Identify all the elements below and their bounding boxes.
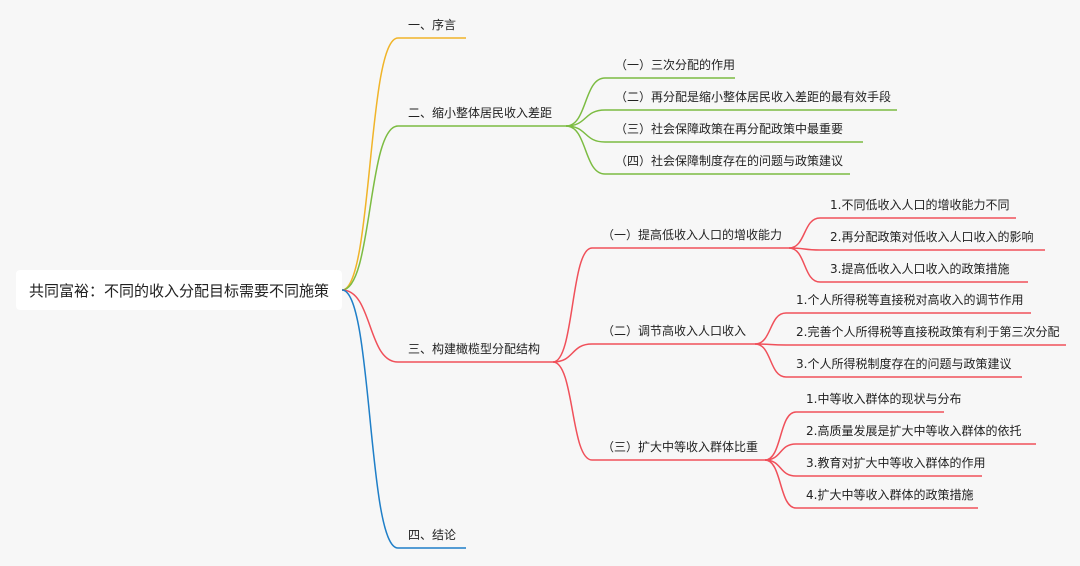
branch-3-sub-3-item-4[interactable]: 4.扩大中等收入群体的政策措施 — [806, 488, 974, 502]
branch-3-sub-2-item-1[interactable]: 1.个人所得税等直接税对高收入的调节作用 — [796, 293, 1024, 307]
edge-branch-3-sub-3 — [552, 361, 593, 461]
branch-3-sub-3[interactable]: （三）扩大中等收入群体比重 — [602, 440, 759, 454]
edge-root-branch-2 — [341, 125, 399, 291]
branch-3-sub-2-item-2[interactable]: 2.完善个人所得税等直接税政策有利于第三次分配 — [796, 325, 1060, 339]
branch-3-sub-3-item-2[interactable]: 2.高质量发展是扩大中等收入群体的依托 — [806, 424, 1022, 438]
edge-branch-3-sub-1 — [552, 247, 593, 363]
branch-3-sub-2-item-3[interactable]: 3.个人所得税制度存在的问题与政策建议 — [796, 357, 1012, 371]
branch-2-sub-2[interactable]: （二）再分配是缩小整体居民收入差距的最有效手段 — [615, 90, 892, 104]
branch-3-sub-1-item-3[interactable]: 3.提高低收入人口收入的政策措施 — [830, 262, 1010, 276]
edge-root-branch-4 — [341, 289, 399, 549]
edge-branch-3-sub-3-item-1 — [764, 411, 797, 461]
edge-branch-3-sub-3-item-2 — [764, 443, 797, 461]
root-node[interactable]: 共同富裕：不同的收入分配目标需要不同施策 — [16, 270, 342, 310]
edge-root-branch-1 — [341, 37, 399, 291]
branch-2-sub-4[interactable]: （四）社会保障制度存在的问题与政策建议 — [615, 154, 844, 168]
edge-branch-3-sub-3-item-4 — [764, 459, 797, 509]
edge-branch-2-sub-3 — [565, 125, 606, 143]
branch-4[interactable]: 四、结论 — [408, 528, 457, 542]
edge-branch-3-sub-2 — [552, 343, 593, 363]
branch-3-sub-1[interactable]: （一）提高低收入人口的增收能力 — [602, 228, 783, 242]
edge-branch-3-sub-1-item-1 — [788, 217, 821, 249]
edge-branch-3-sub-2-item-1 — [754, 312, 787, 345]
edge-branch-2-sub-4 — [565, 125, 606, 175]
edge-branch-2-sub-2 — [565, 109, 606, 127]
edge-branch-3-sub-2-item-3 — [754, 343, 787, 378]
branch-2[interactable]: 二、缩小整体居民收入差距 — [408, 106, 553, 120]
edge-branch-3-sub-1-item-3 — [788, 247, 821, 283]
root-node-label: 共同富裕：不同的收入分配目标需要不同施策 — [28, 281, 329, 300]
branch-3[interactable]: 三、构建橄榄型分配结构 — [408, 342, 541, 356]
edge-branch-2-sub-1 — [565, 77, 606, 127]
edge-branch-3-sub-3-item-3 — [764, 459, 797, 477]
branch-3-sub-3-item-1[interactable]: 1.中等收入群体的现状与分布 — [806, 392, 962, 406]
edge-root-branch-3 — [341, 289, 399, 363]
branch-3-sub-1-item-2[interactable]: 2.再分配政策对低收入人口收入的影响 — [830, 230, 1034, 244]
branch-2-sub-3[interactable]: （三）社会保障政策在再分配政策中最重要 — [615, 122, 844, 136]
branch-1[interactable]: 一、序言 — [408, 18, 457, 32]
branch-3-sub-2[interactable]: （二）调节高收入人口收入 — [602, 324, 747, 338]
branch-3-sub-3-item-3[interactable]: 3.教育对扩大中等收入群体的作用 — [806, 456, 986, 470]
branch-3-sub-1-item-1[interactable]: 1.不同低收入人口的增收能力不同 — [830, 198, 1010, 212]
branch-2-sub-1[interactable]: （一）三次分配的作用 — [615, 58, 736, 72]
